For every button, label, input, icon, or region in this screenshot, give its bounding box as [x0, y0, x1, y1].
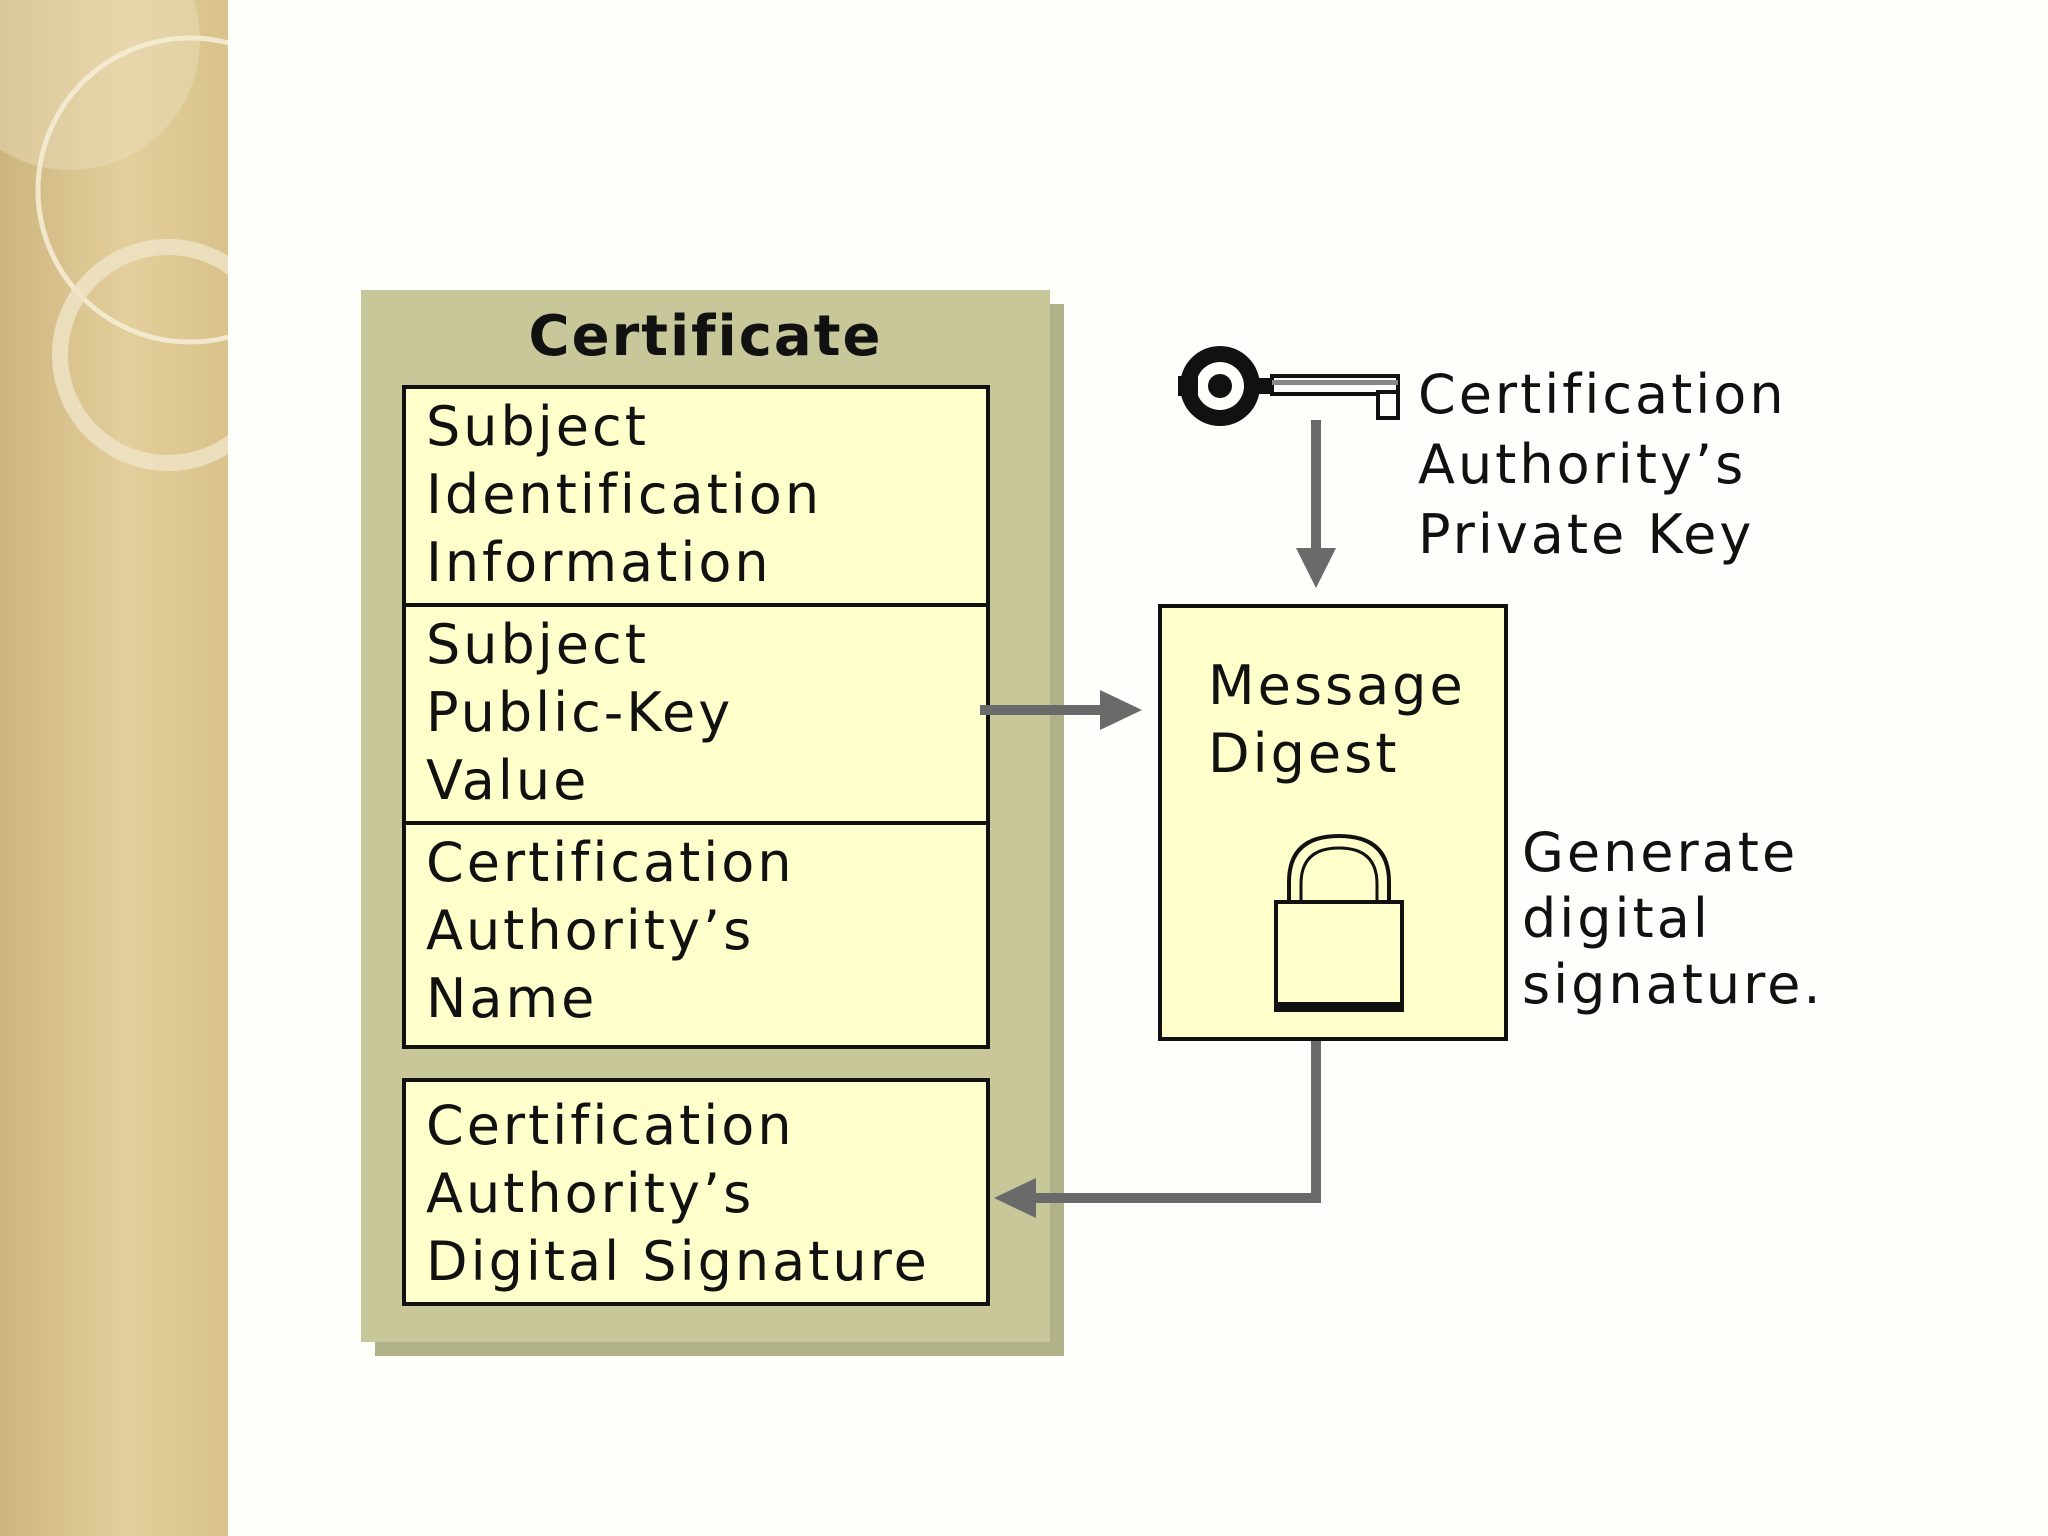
field-line: Digital Signature: [426, 1230, 930, 1293]
private-key-label-line: Certification: [1418, 363, 1787, 426]
key-icon: [1178, 346, 1400, 426]
public-key-to-digest-arrow: [980, 690, 1142, 730]
certificate-title: Certificate: [528, 304, 883, 369]
field-line: Subject: [426, 613, 649, 676]
field-line: Subject: [426, 395, 649, 458]
generate-label-line: signature.: [1522, 953, 1824, 1016]
ca-digital-signature-field: Certification Authority’s Digital Signat…: [402, 1078, 990, 1306]
key-to-digest-arrow: [1296, 420, 1336, 588]
private-key-label-line: Authority’s: [1418, 433, 1747, 496]
certificate-panel: Certificate Subject Identification Infor…: [361, 290, 1050, 1342]
private-key-label: Certification Authority’s Private Key: [1418, 360, 1787, 570]
generate-label-line: digital: [1522, 887, 1711, 950]
message-digest-box: Message Digest: [1158, 604, 1508, 1041]
field-line: Name: [426, 967, 598, 1030]
generate-label-line: Generate: [1522, 821, 1799, 884]
padlock-icon: [1274, 833, 1404, 1012]
field-line: Certification: [426, 831, 795, 894]
field-line: Identification: [426, 463, 823, 526]
ca-name-field: Certification Authority’s Name: [402, 821, 990, 1049]
digest-label-line: Digest: [1208, 722, 1400, 785]
field-line: Authority’s: [426, 1162, 755, 1225]
subject-public-key-field: Subject Public-Key Value: [402, 603, 990, 825]
digest-to-signature-arrow: [994, 1041, 1321, 1218]
decorative-rings: [0, 0, 228, 471]
field-line: Authority’s: [426, 899, 755, 962]
field-line: Information: [426, 531, 772, 594]
private-key-label-line: Private Key: [1418, 503, 1755, 566]
field-line: Certification: [426, 1094, 795, 1157]
decorative-sidebar: [0, 0, 228, 1536]
digest-label-line: Message: [1208, 654, 1466, 717]
generate-signature-label: Generate digital signature.: [1522, 820, 1824, 1018]
message-digest-label: Message Digest: [1208, 652, 1466, 788]
field-line: Public-Key: [426, 681, 734, 744]
subject-identification-field: Subject Identification Information: [402, 385, 990, 607]
field-line: Value: [426, 749, 590, 812]
